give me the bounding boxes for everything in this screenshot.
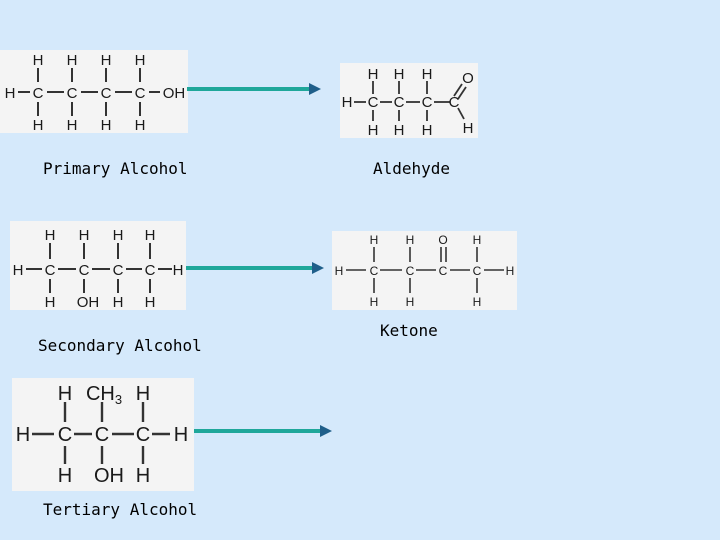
atom-h: H	[145, 227, 156, 244]
atom-c: C	[45, 262, 56, 279]
atom-h: H	[394, 66, 405, 83]
atom-h: H	[33, 117, 44, 133]
atom-h: H	[113, 227, 124, 244]
aldehyde-structure: H C C C C H H H O H H H H	[340, 63, 478, 138]
atom-h: H	[135, 117, 146, 133]
atom-c: C	[136, 424, 150, 446]
atom-c: C	[95, 424, 109, 446]
arrow-secondary-to-ketone	[186, 262, 324, 274]
atom-h: H	[13, 262, 24, 279]
atom-c: C	[406, 264, 415, 278]
aldehyde-svg: H C C C C H H H O H H H H	[342, 66, 474, 138]
atom-h: H	[45, 227, 56, 244]
atom-h: H	[368, 66, 379, 83]
caption-primary-alcohol: Primary Alcohol	[43, 159, 188, 178]
atom-h: H	[406, 295, 415, 309]
atom-h: H	[33, 52, 44, 69]
atom-h: H	[506, 264, 515, 278]
atom-c: C	[370, 264, 379, 278]
atom-h: H	[422, 66, 433, 83]
atom-c: C	[58, 424, 72, 446]
atom-h: H	[342, 94, 353, 111]
atom-h: H	[422, 122, 433, 138]
methyl-group: CH3	[86, 383, 122, 407]
atom-h: H	[101, 117, 112, 133]
atom-oh: OH	[163, 85, 186, 102]
atom-c: C	[67, 85, 78, 102]
caption-secondary-alcohol: Secondary Alcohol	[38, 336, 202, 355]
atom-h: H	[473, 233, 482, 247]
atom-o: O	[438, 233, 447, 247]
primary-alcohol-svg: H C C C C OH H H H H H H H H	[5, 52, 186, 133]
atom-h: H	[368, 122, 379, 138]
caption-aldehyde: Aldehyde	[373, 159, 451, 178]
atom-h: H	[45, 294, 56, 310]
atom-h: H	[79, 227, 90, 244]
secondary-alcohol-structure: H C C C C H H H H H H OH H H	[10, 221, 186, 310]
atom-h: H	[16, 424, 30, 446]
atom-h: H	[67, 117, 78, 133]
tertiary-alcohol-structure: H C C C H H CH3 H H OH H	[12, 378, 194, 491]
atom-c: C	[368, 94, 379, 111]
atom-oh: OH	[94, 465, 124, 487]
arrow-tertiary-no-product	[194, 425, 332, 437]
secondary-alcohol-svg: H C C C C H H H H H H OH H H	[13, 227, 184, 310]
atom-ch: CH	[86, 383, 115, 405]
atom-c: C	[394, 94, 405, 111]
atom-h: H	[136, 465, 150, 487]
atom-h: H	[406, 233, 415, 247]
atom-h: H	[5, 85, 16, 102]
atom-c: C	[135, 85, 146, 102]
atom-c: C	[33, 85, 44, 102]
atom-h: H	[473, 295, 482, 309]
atom-o: O	[462, 70, 474, 87]
atom-h: H	[463, 120, 474, 137]
atom-h: H	[370, 233, 379, 247]
atom-h: H	[370, 295, 379, 309]
caption-tertiary-alcohol: Tertiary Alcohol	[43, 500, 198, 519]
atom-c: C	[473, 264, 482, 278]
atom-h: H	[174, 424, 188, 446]
atom-c: C	[422, 94, 433, 111]
atom-oh: OH	[77, 294, 100, 310]
ketone-structure: H C C C C H H H O H H H H	[332, 231, 517, 310]
primary-alcohol-structure: H C C C C OH H H H H H H H H	[0, 50, 188, 133]
atom-h: H	[335, 264, 344, 278]
atom-h: H	[394, 122, 405, 138]
atom-c: C	[439, 264, 448, 278]
ketone-svg: H C C C C H H H O H H H H	[335, 233, 515, 309]
atom-c: C	[79, 262, 90, 279]
arrow-primary-to-aldehyde	[187, 83, 321, 95]
atom-h: H	[101, 52, 112, 69]
atom-h: H	[58, 465, 72, 487]
caption-ketone: Ketone	[380, 321, 438, 340]
atom-h: H	[113, 294, 124, 310]
atom-h: H	[145, 294, 156, 310]
tertiary-alcohol-svg: H C C C H H CH3 H H OH H	[16, 383, 188, 487]
atom-c: C	[113, 262, 124, 279]
atom-h: H	[173, 262, 184, 279]
atom-h: H	[135, 52, 146, 69]
atom-c: C	[101, 85, 112, 102]
atom-c: C	[449, 94, 460, 111]
atom-c: C	[145, 262, 156, 279]
atom-h: H	[67, 52, 78, 69]
atom-h: H	[58, 383, 72, 405]
subscript-3: 3	[115, 392, 122, 407]
atom-h: H	[136, 383, 150, 405]
